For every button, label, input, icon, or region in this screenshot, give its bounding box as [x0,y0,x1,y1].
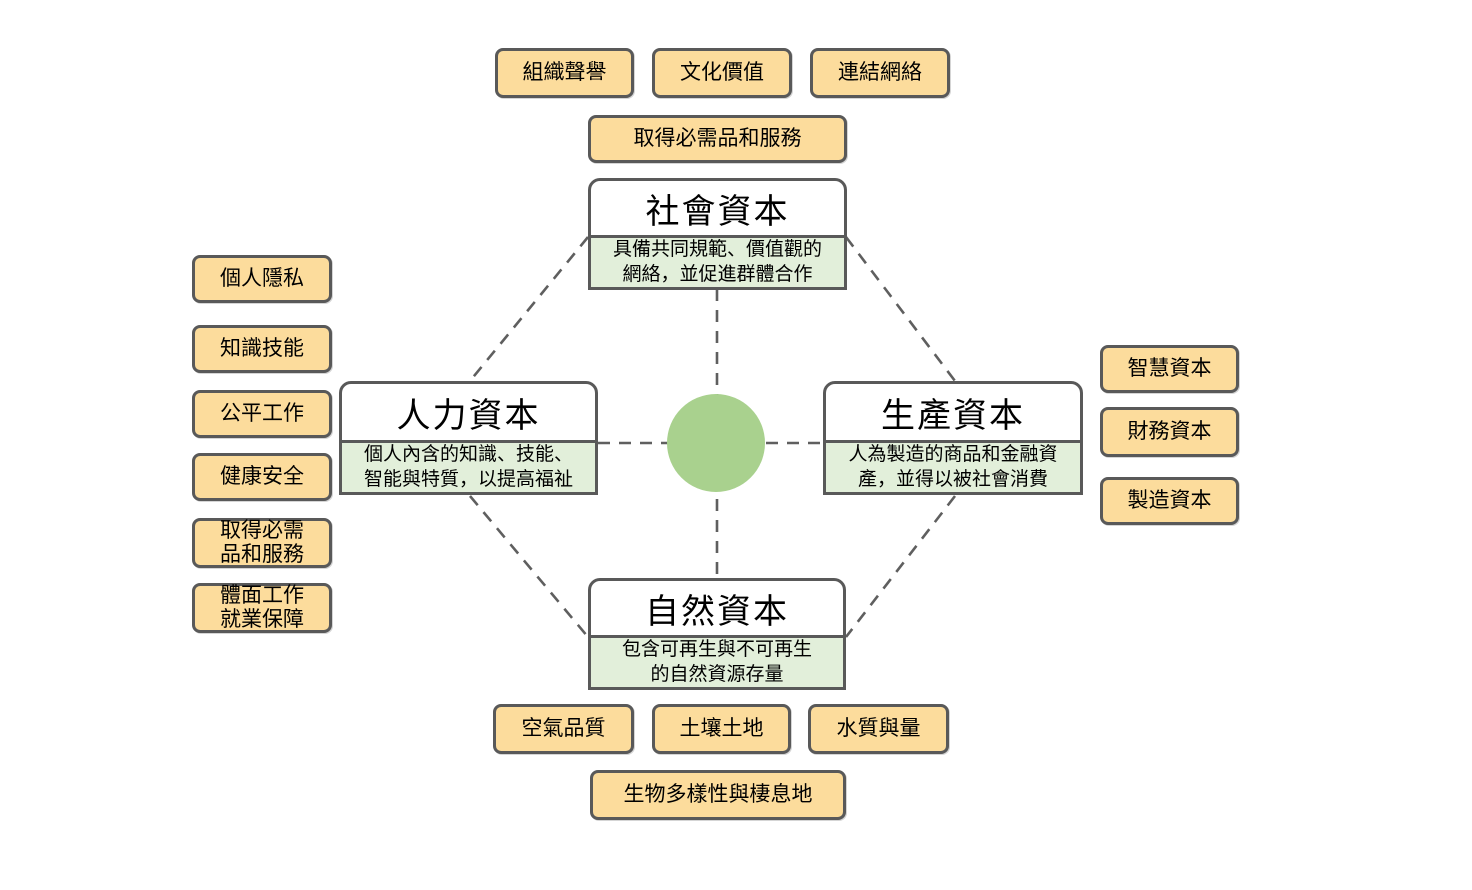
natural-capital-tag-1: 空氣品質 [493,704,634,754]
natural-capital-title: 自然資本 [588,578,846,638]
human-capital-description: 個人內含的知識、技能、 智能與特質，以提高福祉 [339,443,598,495]
human-capital-tag-1: 個人隱私 [192,255,332,303]
social-capital-description: 具備共同規範、價值觀的 網絡，並促進群體合作 [588,238,847,290]
produced-capital-box: 生產資本 人為製造的商品和金融資 產，並得以被社會消費 [823,381,1083,495]
produced-capital-tag-1: 智慧資本 [1100,345,1239,393]
natural-capital-tag-wide: 生物多樣性與棲息地 [590,770,846,820]
human-capital-box: 人力資本 個人內含的知識、技能、 智能與特質，以提高福祉 [339,381,598,495]
produced-capital-tag-2: 財務資本 [1100,407,1239,457]
social-capital-tag-wide: 取得必需品和服務 [588,115,847,163]
social-capital-box: 社會資本 具備共同規範、價值觀的 網絡，並促進群體合作 [588,178,847,290]
human-capital-title: 人力資本 [339,381,598,443]
social-capital-tag-2: 文化價值 [652,48,792,98]
human-capital-tag-2: 知識技能 [192,325,332,373]
link-produced-natural [844,495,957,638]
human-capital-tag-5: 取得必需 品和服務 [192,518,332,568]
produced-capital-tag-3: 製造資本 [1100,477,1239,525]
produced-capital-description: 人為製造的商品和金融資 產，並得以被社會消費 [823,443,1083,495]
social-capital-tag-3: 連結網絡 [810,48,950,98]
link-social-produced [844,236,957,382]
natural-capital-description: 包含可再生與不可再生 的自然資源存量 [588,638,846,690]
social-capital-title: 社會資本 [588,178,847,238]
natural-capital-box: 自然資本 包含可再生與不可再生 的自然資源存量 [588,578,846,690]
center-circle [667,394,765,492]
natural-capital-tag-3: 水質與量 [808,704,949,754]
link-human-natural [469,495,589,638]
human-capital-tag-4: 健康安全 [192,453,332,501]
produced-capital-title: 生產資本 [823,381,1083,443]
social-capital-tag-1: 組織聲譽 [495,48,634,98]
human-capital-tag-6: 體面工作 就業保障 [192,583,332,633]
link-social-human [468,236,590,382]
natural-capital-tag-2: 土壤土地 [652,704,791,754]
human-capital-tag-3: 公平工作 [192,390,332,438]
